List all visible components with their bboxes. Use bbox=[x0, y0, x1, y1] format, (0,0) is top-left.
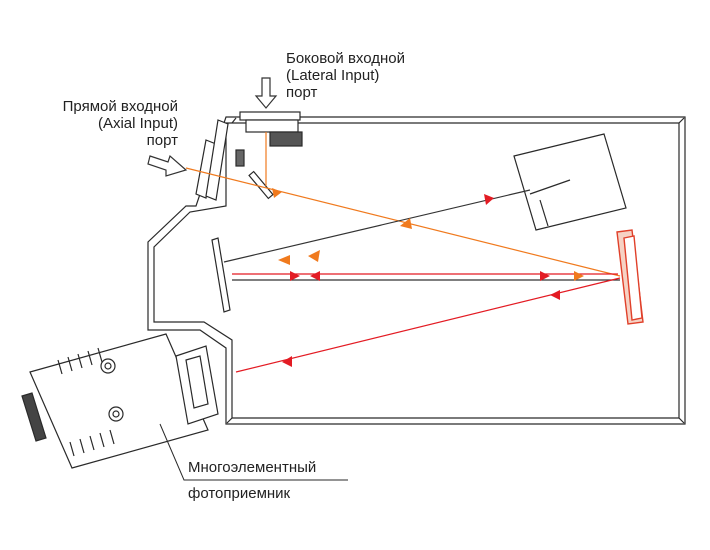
detector-line-2: фотоприемник bbox=[188, 485, 291, 502]
housing-outer-wall bbox=[147, 116, 686, 425]
multi-element-detector bbox=[21, 333, 219, 469]
folding-mirror bbox=[211, 237, 231, 313]
to-fold-beam bbox=[223, 189, 531, 263]
lateral-input-line-3: порт bbox=[286, 84, 318, 101]
focusing-mirror-block bbox=[513, 133, 627, 231]
lateral-input-line-1: Боковой входной bbox=[286, 50, 406, 67]
axial-input-window bbox=[195, 119, 245, 201]
axial-input-line-3: порт bbox=[146, 132, 178, 149]
axial-beam bbox=[185, 167, 621, 277]
axial-input-line-2: (Axial Input) bbox=[97, 115, 178, 132]
axial-input-label: Прямой входной (Axial Input) порт bbox=[20, 98, 178, 149]
input-arrows bbox=[147, 77, 278, 177]
spectrometer-housing bbox=[147, 116, 686, 425]
axial-input-line-1: Прямой входной bbox=[62, 98, 178, 115]
lateral-input-line-2: (Lateral Input) bbox=[286, 67, 380, 84]
diffraction-grating bbox=[616, 229, 644, 325]
beam-arrows bbox=[272, 188, 584, 367]
lateral-input-label: Боковой входной (Lateral Input) порт bbox=[286, 50, 405, 101]
detector-label: Многоэлементный фотоприемник bbox=[188, 455, 316, 507]
lateral-input-port bbox=[239, 111, 303, 200]
housing-inner-wall bbox=[153, 122, 680, 419]
detector-line-1: Многоэлементный bbox=[188, 459, 317, 476]
detector-leader bbox=[159, 423, 348, 481]
dispersed-beam-red bbox=[235, 277, 621, 373]
